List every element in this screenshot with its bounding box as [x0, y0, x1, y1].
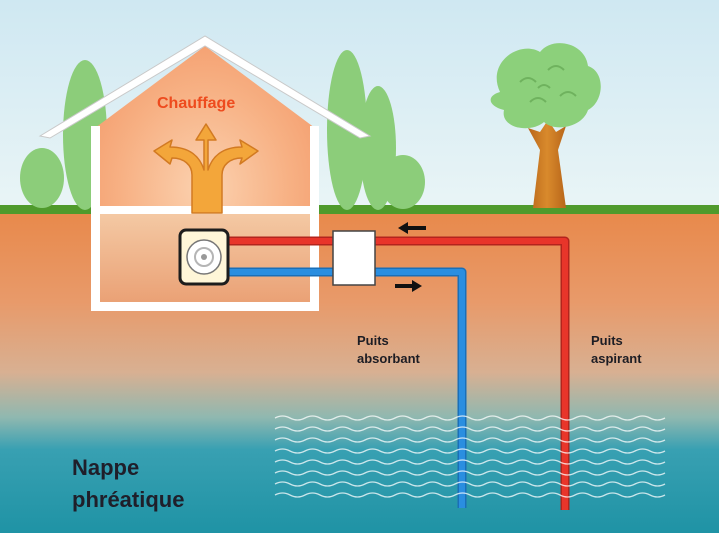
water-table-label: Nappe phréatique — [72, 455, 185, 512]
wave-line — [274, 448, 666, 454]
heat-arrows-icon — [153, 123, 259, 214]
tree — [490, 43, 601, 208]
wave-line — [274, 426, 666, 432]
wave-line — [274, 492, 666, 498]
wave-line — [274, 415, 666, 421]
wave-line — [274, 470, 666, 476]
heating-label: Chauffage — [157, 95, 236, 112]
extraction-well-label: Puits aspirant — [591, 333, 642, 366]
wave-line — [274, 437, 666, 443]
injection-well-label: Puits absorbant — [357, 333, 420, 366]
wave-line — [274, 481, 666, 487]
heat-pump-icon — [178, 228, 230, 286]
groundwater-waves — [274, 415, 666, 498]
heat-exchanger-icon — [332, 230, 376, 286]
flow-arrow-left-icon — [398, 222, 426, 234]
grass-line — [0, 205, 719, 214]
wave-line — [274, 459, 666, 465]
flow-arrow-right-icon — [395, 280, 422, 292]
cold-pipe — [225, 267, 467, 508]
